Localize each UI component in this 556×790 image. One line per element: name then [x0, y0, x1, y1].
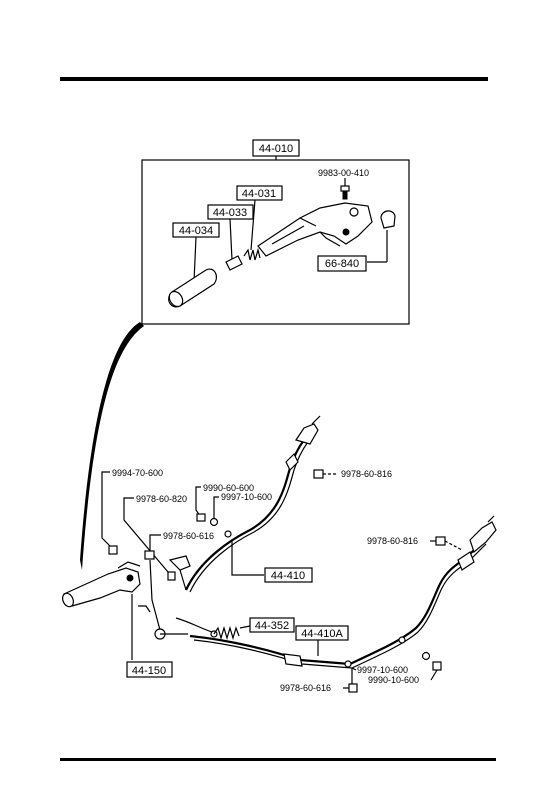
rear-cable	[189, 515, 497, 669]
clip-rear-icon	[348, 683, 358, 693]
pin-9997-icon	[209, 517, 219, 527]
inset-pointer	[80, 322, 144, 570]
label-box-44-150	[126, 661, 173, 678]
label-9978-60-616-front: 9978-60-616	[163, 531, 214, 541]
bolt-icon	[340, 185, 350, 200]
return-spring-icon	[213, 625, 240, 641]
clip-front-icon	[144, 550, 155, 560]
label-9990-60-600: 9990-60-600	[203, 483, 254, 493]
bottom-rule	[60, 758, 496, 761]
top-rule	[60, 77, 488, 81]
grip-icon	[168, 268, 218, 308]
dash-9978-816-right	[444, 540, 463, 551]
leader-9997-10-600-b	[351, 667, 357, 671]
leader-9994-70-600	[101, 471, 113, 549]
washer-9990-rear-icon	[432, 661, 442, 671]
leader-44-034	[193, 236, 197, 283]
label-box-44-410	[264, 567, 313, 583]
label-9983-00-410: 9983-00-410	[318, 168, 369, 178]
label-box-44-410A	[295, 625, 349, 641]
label-9997-10-600-b: 9997-10-600	[357, 665, 408, 675]
switch-icon	[380, 210, 396, 229]
label-9997-10-600-a: 9997-10-600	[221, 492, 272, 502]
label-44-031: 44-031	[242, 188, 276, 200]
leader-44-410	[231, 540, 264, 576]
lever-body-icon	[257, 202, 373, 257]
label-66-840: 66-840	[325, 258, 359, 270]
label-9978-60-616-rear: 9978-60-616	[280, 683, 331, 693]
leader-9997-10-600-a	[213, 496, 219, 518]
label-44-352: 44-352	[255, 620, 289, 632]
leader-44-031	[250, 199, 256, 251]
label-44-033: 44-033	[213, 207, 247, 219]
nut-9978-820-icon	[167, 571, 176, 581]
bolt-9978-816-right-icon	[435, 536, 446, 546]
washer-9990-icon	[196, 513, 206, 522]
label-9990-10-600: 9990-10-600	[368, 675, 419, 685]
pin-9997-rear-icon	[421, 651, 431, 661]
leader-9990-60-600	[195, 486, 201, 517]
label-9978-60-816-top: 9978-60-816	[341, 469, 392, 479]
label-44-010: 44-010	[259, 143, 293, 155]
bolt-9978-816-top-icon	[313, 469, 324, 479]
label-44-410: 44-410	[271, 570, 305, 582]
label-44-150: 44-150	[132, 665, 166, 677]
label-box-44-352	[249, 617, 295, 633]
button-icon	[225, 255, 243, 271]
front-cable	[168, 415, 321, 593]
label-box-66-840	[317, 255, 367, 272]
leader-44-352	[239, 625, 251, 629]
leader-9990-10-600	[430, 669, 438, 681]
label-9978-60-820: 9978-60-820	[136, 494, 187, 504]
leader-9978-60-820	[123, 497, 169, 573]
hand-lever-icon	[61, 561, 141, 608]
label-44-034: 44-034	[179, 225, 213, 237]
spring-icon	[243, 247, 261, 261]
label-9978-60-816-right: 9978-60-816	[367, 536, 418, 546]
label-44-410A: 44-410A	[301, 628, 343, 640]
label-box-44-031	[236, 185, 283, 201]
leader-44-033	[229, 218, 233, 261]
bolt-9994-icon	[108, 545, 118, 555]
link-rod	[138, 559, 218, 640]
inset-detail: 44-010 9983-00-410 66-840 44-031	[141, 139, 410, 325]
label-9994-70-600: 9994-70-600	[112, 468, 163, 478]
leader-9978-60-616-front	[149, 534, 161, 552]
